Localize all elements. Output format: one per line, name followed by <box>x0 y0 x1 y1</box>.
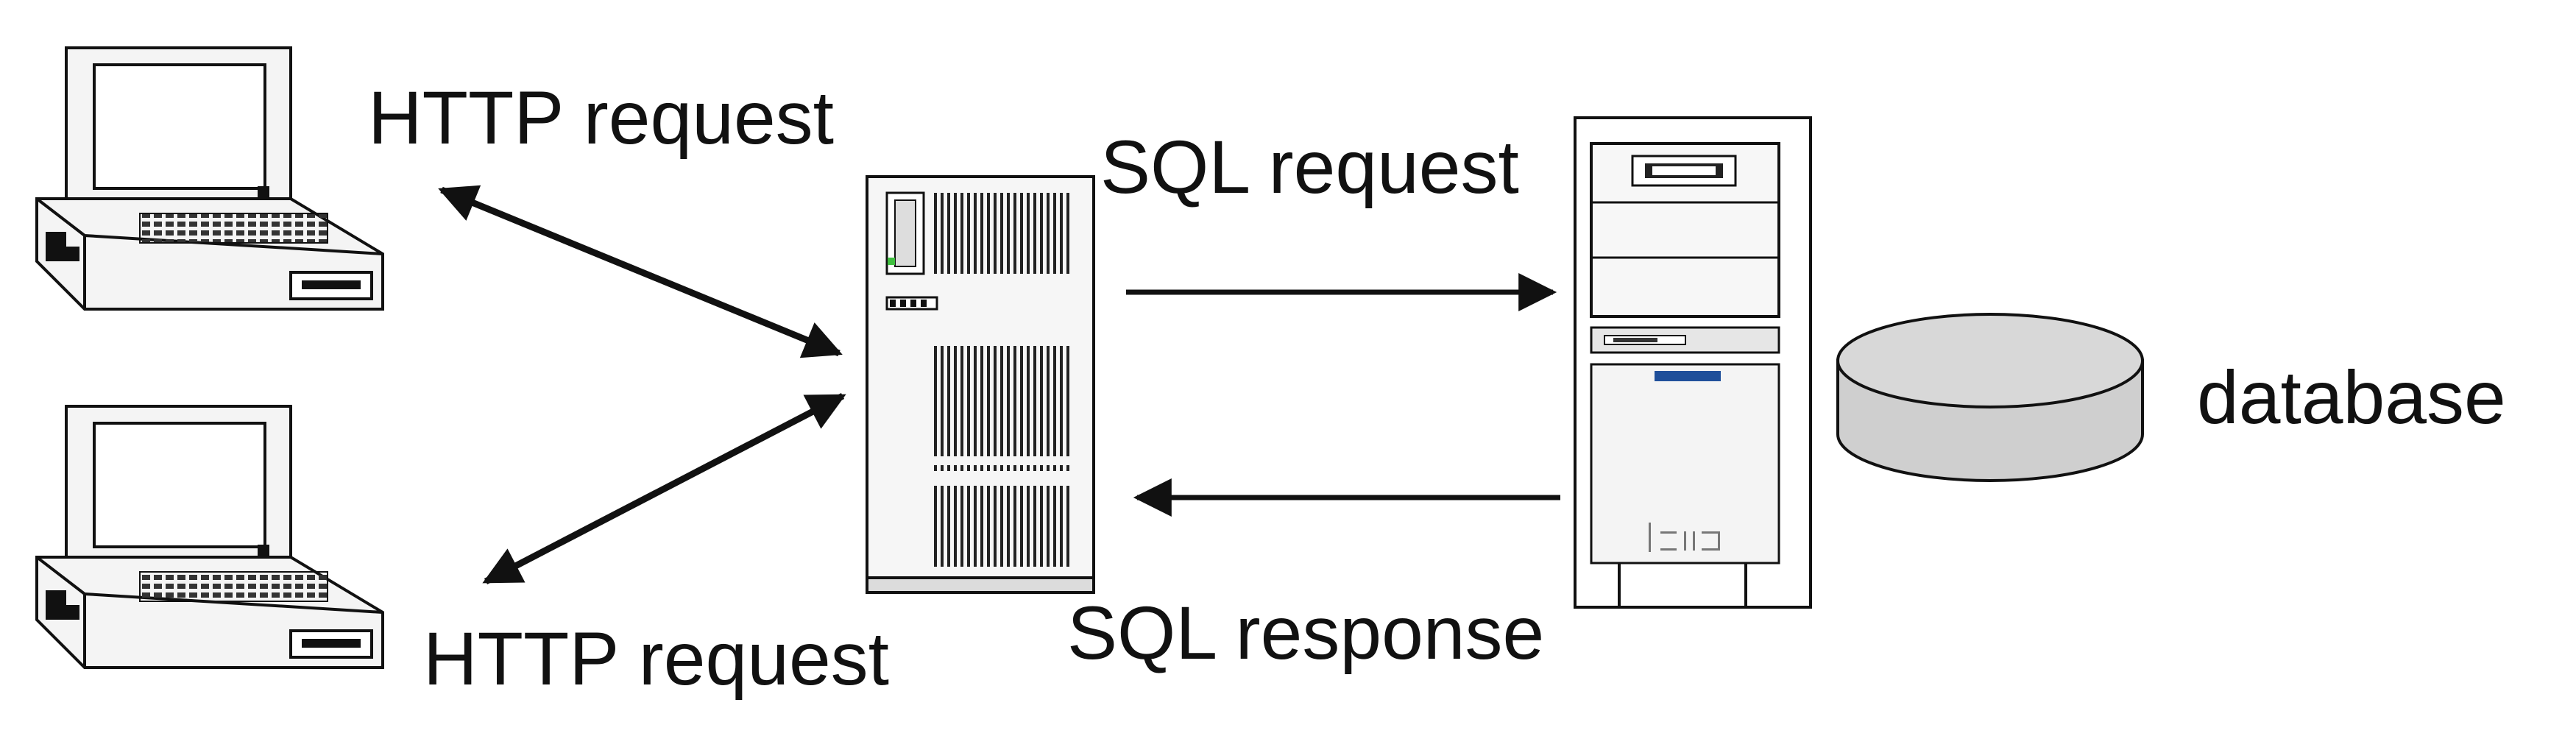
database-server-icon <box>1574 116 1812 609</box>
laptop-icon <box>35 405 384 669</box>
database-cylinder-icon <box>1836 313 2144 482</box>
http-connection-bottom <box>482 393 846 584</box>
http-request-label: HTTP request <box>423 617 889 701</box>
server-tower-icon <box>866 175 1095 594</box>
laptop-icon <box>35 46 384 311</box>
http-connection-top <box>438 185 843 358</box>
database-label: database <box>2197 355 2506 439</box>
sql-response-label: SQL response <box>1067 591 1544 675</box>
http-request-label: HTTP request <box>368 76 834 160</box>
sql-request-label: SQL request <box>1100 125 1519 209</box>
